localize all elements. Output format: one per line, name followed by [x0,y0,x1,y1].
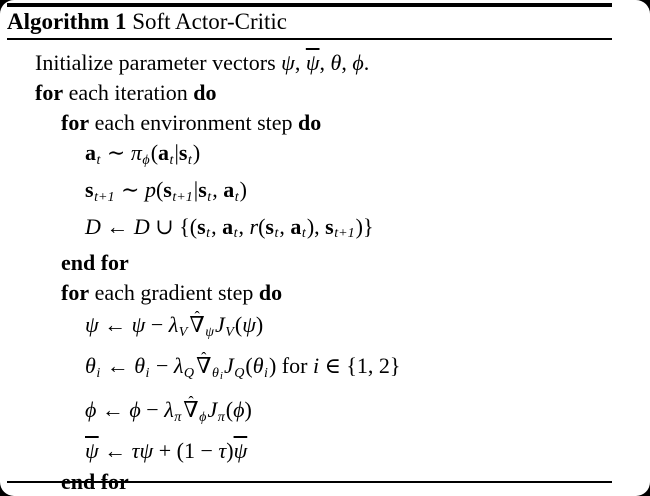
title-divider-rule [7,38,612,40]
algorithm-line: end for [61,250,129,276]
algorithm-line: at ∼ πϕ(at|st) [85,140,201,168]
algorithm-line: for each iteration do [35,80,217,105]
algorithm-line: for each gradient step do [61,280,283,306]
algorithm-line: ψ ← τψ + (1 − τ)ψ [85,438,248,464]
algorithm-line: ϕ ← ϕ − λπ∇ϕJπ(ϕ) [0,393,650,434]
algorithm-line: ψ ← ψ − λV∇ψJV(ψ) [0,308,650,349]
algorithm-title: Algorithm 1 Soft Actor-Critic [7,7,287,37]
bottom-rule [7,481,612,483]
algorithm-line: D ← D ∪ {(st, at, r(st, at), st+1)} [85,213,374,242]
algorithm-name: Soft Actor-Critic [126,9,287,34]
algorithm-line: for each environment step do [61,110,322,135]
algorithm-line: θi ← θi − λQ∇θiJQ(θi) for i ∈ {1, 2} [0,349,650,393]
algorithm-line: Initialize parameter vectors ψ, ψ, θ, ϕ. [35,50,370,75]
algorithm-line: st+1 ∼ p(st+1|st, at) [85,176,247,205]
top-rule [7,3,612,7]
algorithm-label: Algorithm 1 [7,9,127,34]
algorithm-body: Initialize parameter vectors ψ, ψ, θ, ϕ.… [0,44,650,496]
